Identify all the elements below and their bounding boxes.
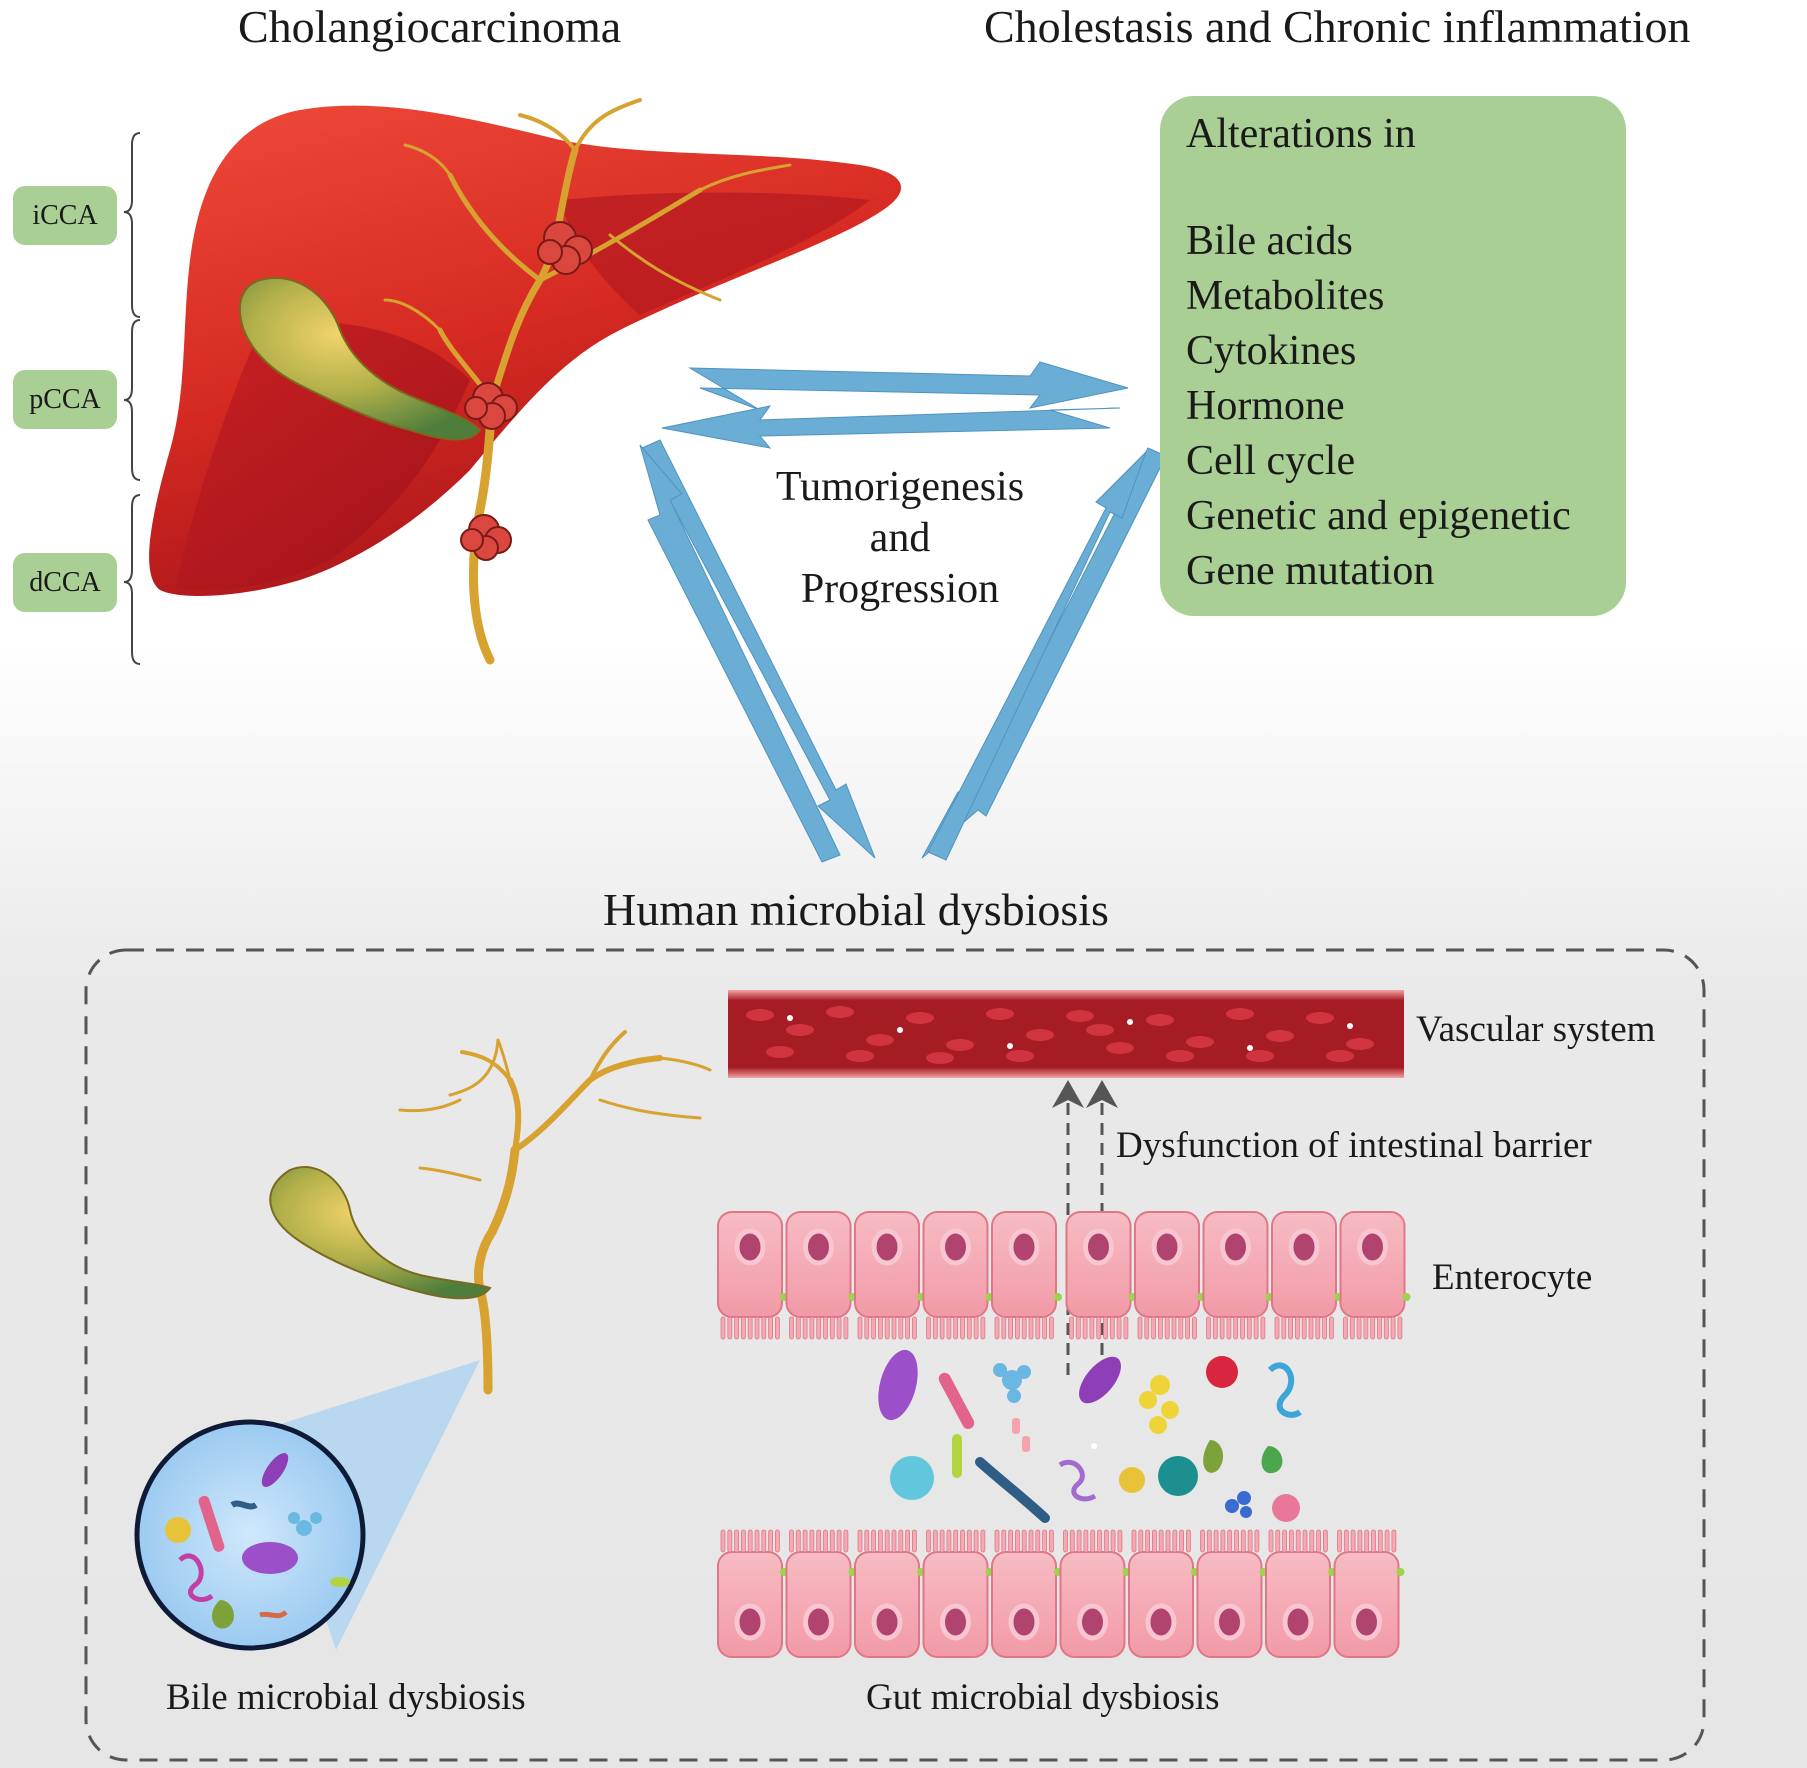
barrier-arrow-heads [1052,1080,1118,1108]
enterocyte-cell [991,1529,1062,1658]
alteration-item: Hormone [1186,383,1345,429]
enterocyte-cell [717,1211,788,1340]
tumor-perihilar [464,382,518,430]
tag-dcca: dCCA [13,553,117,612]
biliary-tree-bottom [398,1030,712,1395]
enterocyte-row-upper [717,1211,1411,1340]
human-microbial-dysbiosis-title: Human microbial dysbiosis [603,884,1109,935]
bile-duct-tree [383,98,792,665]
tumor-intrahepatic [537,221,593,275]
enterocyte-cell [1059,1529,1131,1658]
alteration-item: Genetic and epigenetic [1186,493,1571,539]
barrier-arrows [1066,1100,1104,1375]
center-line-2: and [869,515,931,561]
tumor-distal [460,514,512,561]
gut-microbial-dysbiosis-label: Gut microbial dysbiosis [866,1677,1220,1718]
enterocyte-cell [1196,1529,1268,1658]
center-line-1: Tumorigenesis [775,464,1025,510]
gut-microbes [878,1349,1302,1523]
bile-microbe-circle [134,1419,366,1651]
enterocyte-cell [717,1529,788,1658]
bile-microbial-dysbiosis-label: Bile microbial dysbiosis [166,1677,526,1718]
enterocyte-cell [1333,1529,1405,1658]
alterations-heading: Alterations in [1186,111,1416,157]
arrow-top-left [661,405,1121,449]
arrow-right-up [927,451,1147,861]
arrow-left-down [641,439,876,859]
intestinal-barrier-label: Dysfunction of intestinal barrier [1116,1125,1592,1166]
tag-icca: iCCA [13,186,117,245]
tag-pcca: pCCA [13,370,117,429]
dysbiosis-box [84,948,1706,1762]
enterocyte-cell [922,1529,994,1658]
enterocyte-cell [991,1211,1062,1340]
center-line-3: Progression [800,566,1000,612]
cca-braces [123,132,141,665]
enterocyte-cell [1065,1211,1137,1340]
enterocyte-cell [1128,1529,1199,1658]
alteration-item: Cytokines [1186,328,1357,374]
enterocyte-cell [854,1529,925,1658]
alteration-item: Cell cycle [1186,438,1356,484]
alterations-list: Bile acids Metabolites Cytokines Hormone… [1186,214,1571,599]
vascular-system-label: Vascular system [1416,1009,1656,1050]
enterocyte-cell [785,1529,857,1658]
alteration-item: Metabolites [1186,273,1385,319]
bile-microbes [165,1452,350,1629]
cholestasis-title: Cholestasis and Chronic inflammation [984,1,1691,52]
arrow-left-up [639,444,841,863]
alterations-box: Alterations in Bile acids Metabolites Cy… [1160,96,1626,616]
gallbladder-bottom [269,1166,492,1300]
enterocyte-label: Enterocyte [1432,1257,1593,1298]
tumor-nodules [460,221,593,561]
tumorigenesis-progression-label: Tumorigenesis and Progression [740,462,1060,615]
liver-right-lobe-shade [560,192,870,315]
arrow-top-right [688,361,1129,411]
enterocyte-cell [785,1211,857,1340]
alteration-item: Gene mutation [1186,548,1435,594]
interaction-arrows [639,361,1167,863]
cholangiocarcinoma-title: Cholangiocarcinoma [238,1,622,52]
enterocyte-cell [1202,1211,1274,1340]
enterocyte-cell [1339,1211,1411,1340]
enterocyte-cell [854,1211,925,1340]
blood-vessel [728,990,1404,1078]
enterocyte-cell [922,1211,994,1340]
alteration-item: Bile acids [1186,218,1353,264]
enterocyte-cell [1265,1529,1336,1658]
enterocyte-cell [1134,1211,1205,1340]
enterocyte-cell [1271,1211,1342,1340]
enterocyte-row-lower [717,1529,1405,1658]
gallbladder-illustration [238,277,482,441]
